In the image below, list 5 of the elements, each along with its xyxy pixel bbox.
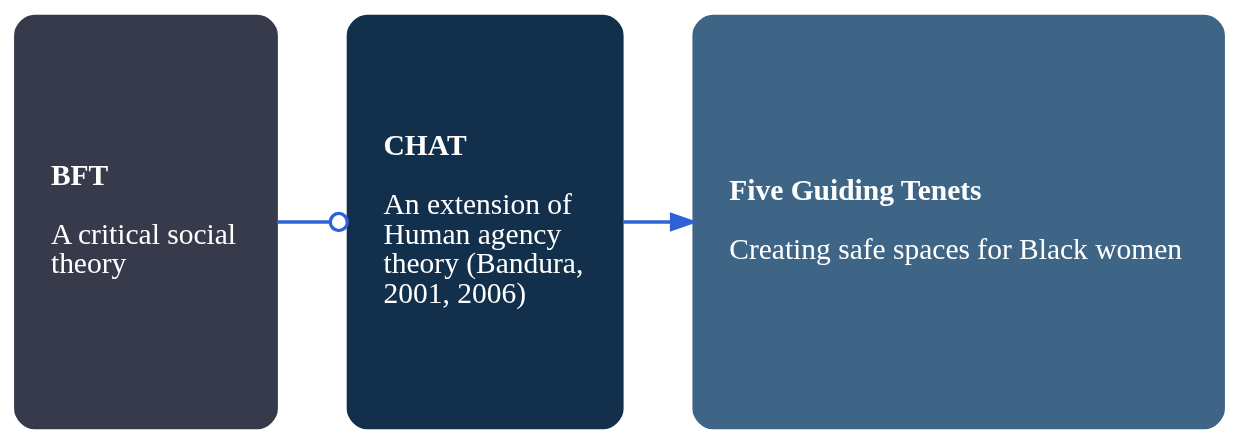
node-box: BFT A critical social theory bbox=[14, 14, 278, 429]
node-box: Five Guiding Tenets Creating safe spaces for Black women bbox=[692, 14, 1225, 429]
node-box: CHAT An extension of Human agency theory (Bandura, 2001, 2006) bbox=[346, 14, 624, 429]
connector bbox=[277, 211, 349, 232]
arrow bbox=[622, 211, 698, 232]
